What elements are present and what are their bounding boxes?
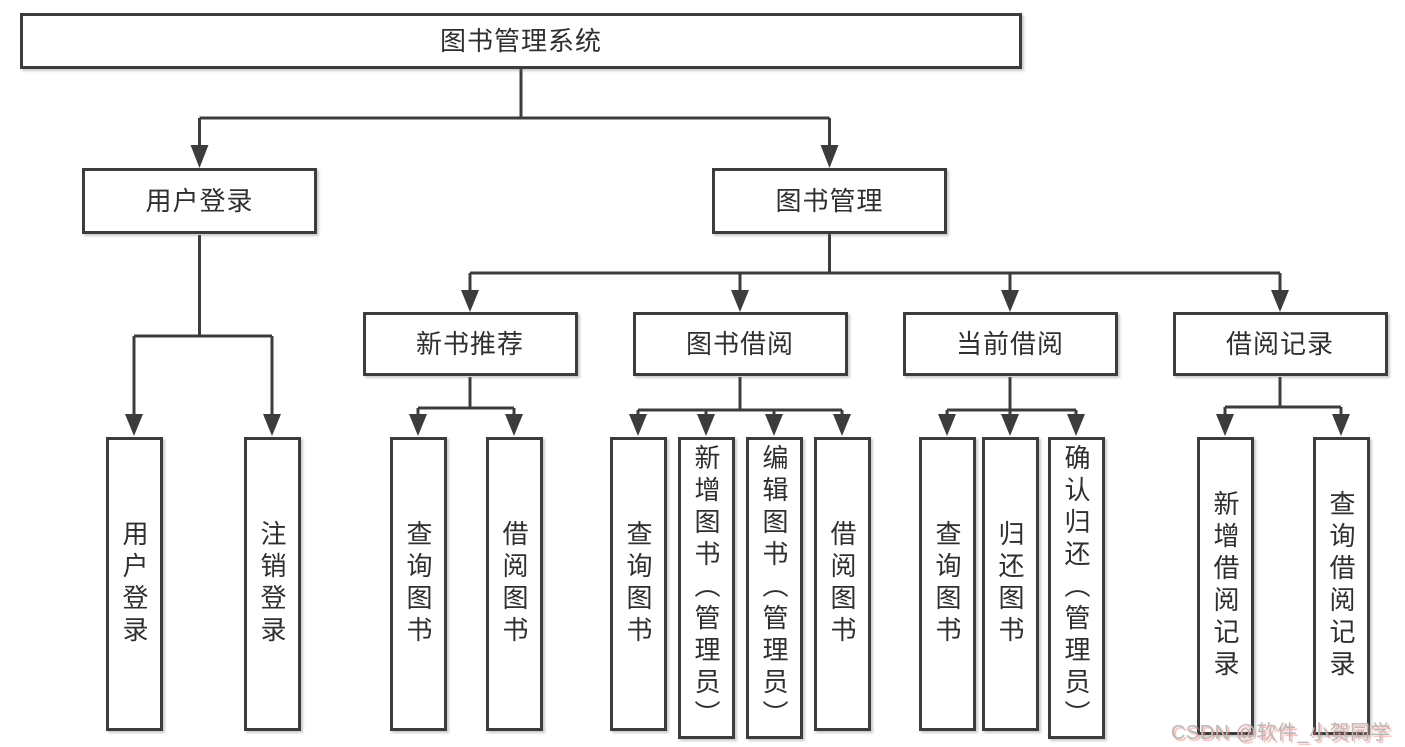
leaf-borrow-add-books-admin: 新增图书（管理员） <box>677 437 735 739</box>
leaf-records-query-record: 查询借阅记录 <box>1312 437 1370 735</box>
leaf-records-add-record: 新增借阅记录 <box>1196 437 1254 735</box>
node-new-book-recommend: 新书推荐 <box>362 312 578 376</box>
csdn-watermark: CSDN @软件_小贺同学 <box>1170 722 1391 744</box>
node-book-management: 图书管理 <box>712 168 947 234</box>
node-root: 图书管理系统 <box>20 13 1022 69</box>
leaf-borrow-edit-books-admin: 编辑图书（管理员） <box>745 437 803 739</box>
arrowhead-icons <box>125 145 1350 436</box>
leaf-logout: 注销登录 <box>243 437 301 731</box>
leaf-current-return-books: 归还图书 <box>981 437 1039 731</box>
node-book-borrow: 图书借阅 <box>632 312 848 376</box>
node-user-login: 用户登录 <box>82 168 317 234</box>
leaf-borrow-query-books: 查询图书 <box>609 437 667 731</box>
node-current-borrow: 当前借阅 <box>902 312 1118 376</box>
leaf-current-confirm-return-admin: 确认归还（管理员） <box>1047 437 1105 739</box>
leaf-current-query-books: 查询图书 <box>918 437 976 731</box>
node-borrow-records: 借阅记录 <box>1172 312 1388 376</box>
leaf-user-login: 用户登录 <box>105 437 163 731</box>
leaf-newbook-query-books: 查询图书 <box>389 437 447 731</box>
leaf-newbook-borrow-books: 借阅图书 <box>485 437 543 731</box>
leaf-borrow-borrow-books: 借阅图书 <box>813 437 871 731</box>
